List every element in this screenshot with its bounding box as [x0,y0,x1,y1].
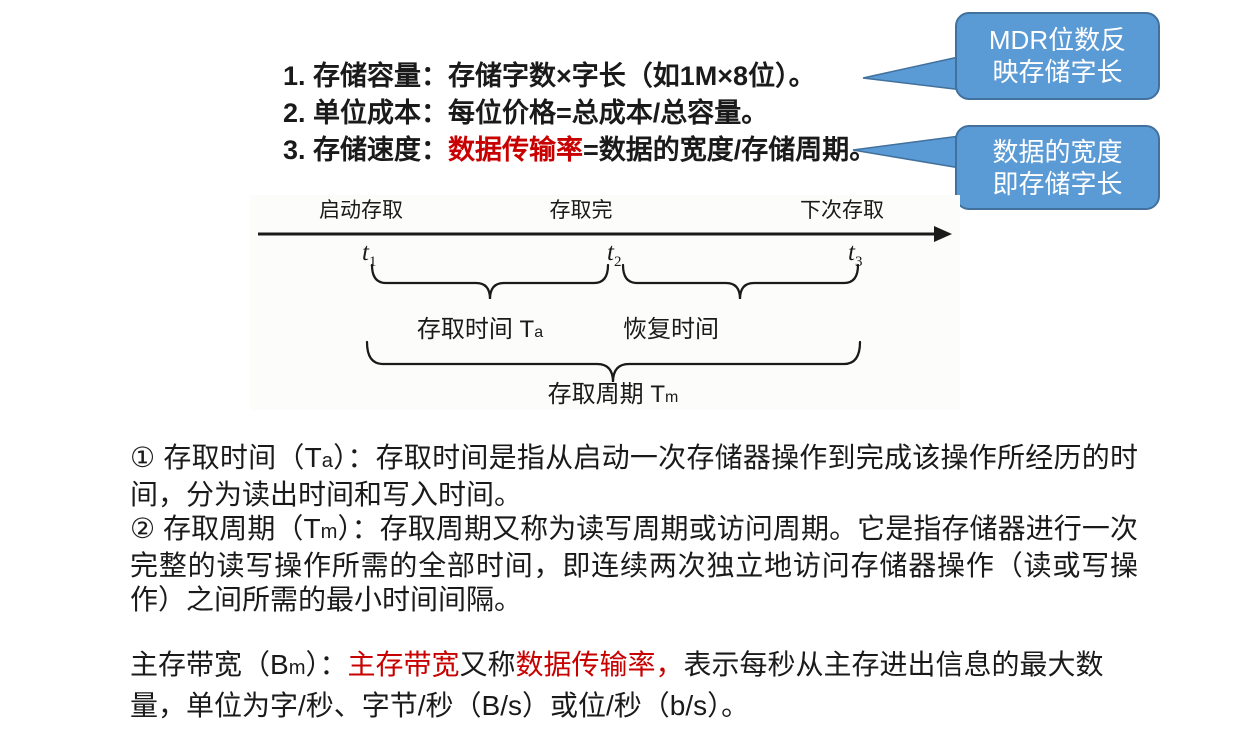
bm-bandwidth-highlight: 主存带宽 [347,649,460,680]
speed-prefix: 3. 存储速度： [283,135,449,165]
list-item-speed: 3. 存储速度：数据传输率=数据的宽度/存储周期。 [283,132,876,169]
label-next-access: 下次存取 [800,198,884,222]
paragraph-access-cycle: ② 存取周期（Tm）：存取周期又称为读写周期或访问周期。它是指存储器进行一次完整… [130,512,1138,617]
bm-sub: m [288,657,306,679]
p2-pre: ② 存取周期（T [130,513,321,544]
callout-mdr-line1: MDR位数反 [988,25,1127,55]
label-access-cycle-tm: 存取周期 Tm [548,381,679,408]
tick-t3: t3 [848,239,862,270]
callout-width-tail-icon [852,135,961,169]
p2-sub: m [320,521,338,543]
bm-post: 表示每秒从主存进出信息的最大数量，单位为字/秒、字节/秒（B/s）或位/秒（b/… [130,649,1104,721]
callout-mdr-line2: 映存储字长 [992,57,1123,87]
label-start-access: 启动存取 [319,198,403,222]
label-recovery-time: 恢复时间 [623,316,719,343]
list-item-capacity: 1. 存储容量：存储字数×字长（如1M×8位）。 [283,61,816,91]
p1-sub: a [321,450,333,472]
brace-access-time [370,263,610,300]
tick-t2: t2 [607,239,621,270]
bm-colon: ）： [305,649,348,680]
callout-width-line2: 即存储字长 [992,168,1123,199]
list-item-cost: 2. 单位成本：每位价格=总成本/总容量。 [283,98,769,128]
bm-pre: 主存带宽（B [130,649,289,680]
speed-suffix: =数据的宽度/存储周期。 [583,135,877,165]
p1-pre: ① 存取时间（T [130,442,322,473]
callout-data-width: 数据的宽度 即存储字长 [955,125,1160,210]
brace-access-cycle [365,340,862,383]
time-axis-arrowhead-icon [934,226,952,242]
definition-list: 1. 存储容量：存储字数×字长（如1M×8位）。 2. 单位成本：每位价格=总成… [283,58,876,169]
paragraph-bandwidth: 主存带宽（Bm）：主存带宽又称数据传输率，表示每秒从主存进出信息的最大数量，单位… [130,646,1138,724]
label-access-time-ta: 存取时间 Ta [417,316,543,343]
callout-mdr: MDR位数反 映存储字长 [955,12,1160,100]
tick-t1: t1 [362,239,376,270]
timing-diagram: 启动存取 存取完 下次存取 t1 t2 t3 存取时间 Ta 恢复时间 存取周期… [250,195,960,410]
p1-post: ）：存取时间是指从启动一次存储器操作到完成该操作所经历的时间，分为读出时间和写入… [130,442,1138,510]
callout-width-line1: 数据的宽度 [992,136,1123,167]
bm-transfer-rate-highlight: 数据传输率， [515,649,684,680]
data-transfer-rate-highlight: 数据传输率 [448,135,584,165]
brace-recovery-time [621,263,860,300]
p2-post: ）：存取周期又称为读写周期或访问周期。它是指存储器进行一次完整的读写操作所需的全… [130,513,1138,615]
callout-mdr-tail-icon [862,55,964,91]
label-access-complete: 存取完 [550,198,613,222]
paragraph-access-time: ① 存取时间（Ta）：存取时间是指从启动一次存储器操作到完成该操作所经历的时间，… [130,441,1138,512]
definitions-block: ① 存取时间（Ta）：存取时间是指从启动一次存储器操作到完成该操作所经历的时间，… [130,441,1138,617]
bm-mid: 又称 [459,649,516,680]
